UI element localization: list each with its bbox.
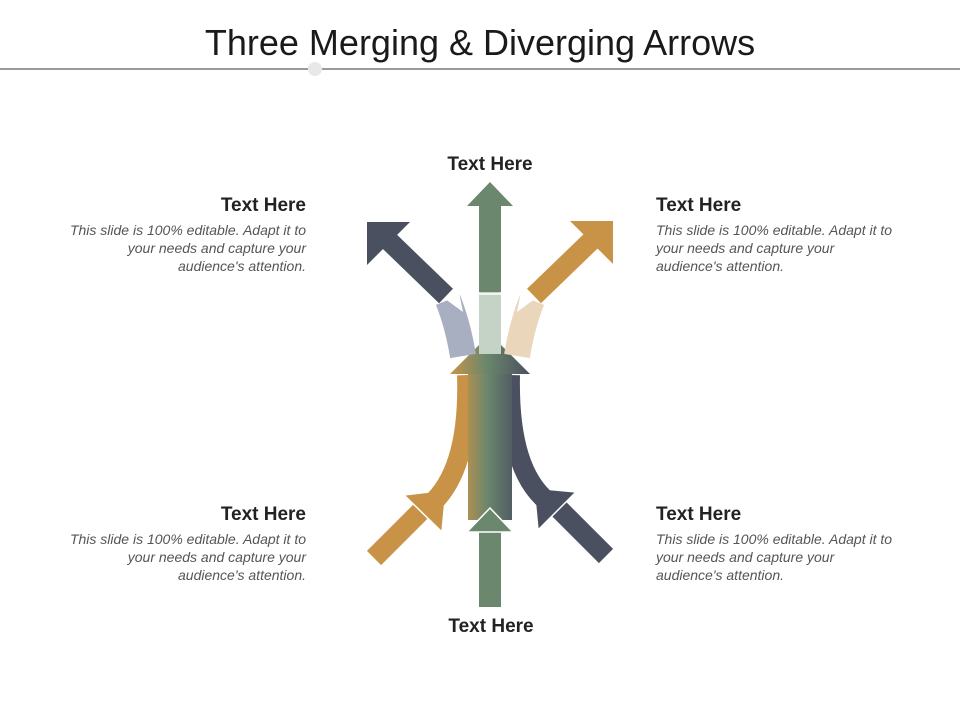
- text-block-bottom-left: Text Here This slide is 100% editable. A…: [66, 504, 306, 584]
- text-block-top-left: Text Here This slide is 100% editable. A…: [66, 195, 306, 275]
- block-heading: Text Here: [656, 195, 742, 216]
- block-body: This slide is 100% editable. Adapt it to…: [656, 531, 893, 583]
- title-divider: [0, 68, 960, 70]
- text-block-bottom-right: Text Here This slide is 100% editable. A…: [656, 504, 896, 584]
- light-segment-orange: [504, 292, 545, 359]
- label-top: Text Here: [447, 154, 533, 175]
- block-heading: Text Here: [220, 195, 306, 216]
- block-body: This slide is 100% editable. Adapt it to…: [69, 222, 306, 274]
- arrow-bottom-center-green: [465, 506, 515, 607]
- text-block-top-right: Text Here This slide is 100% editable. A…: [656, 195, 896, 275]
- block-heading: Text Here: [656, 504, 742, 525]
- light-segment-navy: [435, 292, 476, 359]
- arrow-top-left-navy: [367, 222, 453, 304]
- label-bottom: Text Here: [448, 616, 534, 637]
- divider-dot: [308, 62, 322, 76]
- block-heading: Text Here: [220, 504, 306, 525]
- arrow-bottom-right-navy: [499, 374, 614, 564]
- arrow-top-center-green: [467, 182, 513, 292]
- slide-title: Three Merging & Diverging Arrows: [204, 22, 756, 63]
- block-body: This slide is 100% editable. Adapt it to…: [656, 222, 893, 274]
- block-body: This slide is 100% editable. Adapt it to…: [69, 531, 306, 583]
- arrow-bottom-left-orange: [366, 374, 478, 566]
- arrow-top-right-orange: [527, 221, 613, 304]
